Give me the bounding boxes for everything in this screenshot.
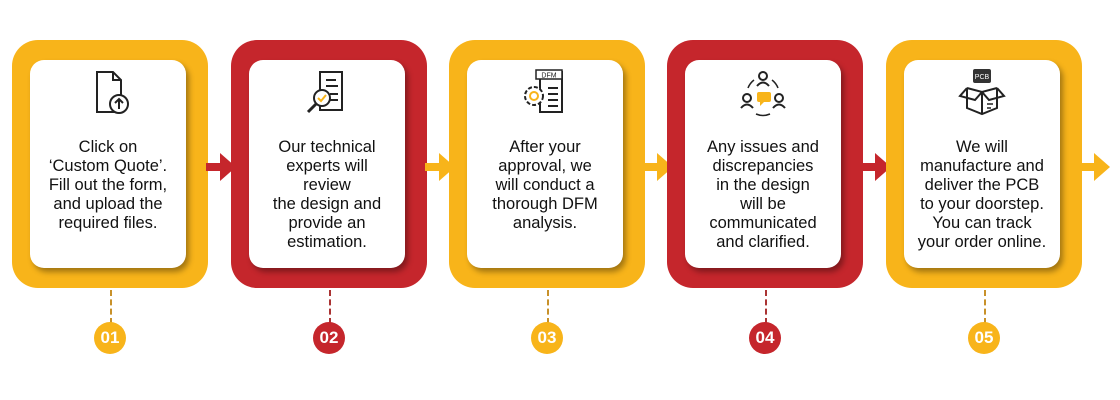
step-card: PCB We will manufacture and deliver the … — [904, 60, 1060, 268]
dfm-document-gear-icon: DFM — [524, 69, 563, 113]
step-4: Any issues and discrepancies in the desi… — [667, 40, 867, 390]
step-description: Our technical experts will review the de… — [272, 138, 382, 251]
step-number-badge: 01 — [94, 322, 126, 354]
pcb-label: PCB — [975, 74, 990, 81]
step-card: Our technical experts will review the de… — [249, 60, 405, 268]
arrow-right-icon — [1080, 153, 1110, 181]
arrow-right-icon — [861, 153, 891, 181]
step-2: Our technical experts will review the de… — [231, 40, 431, 390]
step-card: Click on ‘Custom Quote’. Fill out the fo… — [30, 60, 186, 268]
step-card: Any issues and discrepancies in the desi… — [685, 60, 841, 268]
step-number-badge: 04 — [749, 322, 781, 354]
dfm-label: DFM — [541, 73, 556, 80]
step-description: We will manufacture and deliver the PCB … — [917, 138, 1047, 251]
pcb-box-icon: PCB — [958, 69, 1006, 116]
arrow-right-icon — [206, 153, 236, 181]
file-upload-icon — [96, 71, 129, 114]
document-review-icon — [306, 71, 343, 114]
step-description: Any issues and discrepancies in the desi… — [707, 138, 819, 251]
arrow-right-icon — [425, 153, 455, 181]
dashed-connector — [547, 290, 549, 324]
step-number-badge: 03 — [531, 322, 563, 354]
step-1: Click on ‘Custom Quote’. Fill out the fo… — [12, 40, 212, 390]
step-description: After your approval, we will conduct a t… — [492, 138, 598, 232]
dashed-connector — [110, 290, 112, 324]
step-number-badge: 05 — [968, 322, 1000, 354]
dashed-connector — [329, 290, 331, 324]
step-description: Click on ‘Custom Quote’. Fill out the fo… — [48, 138, 168, 232]
step-3: DFM After your approval, we will conduct… — [449, 40, 649, 390]
step-5: PCB We will manufacture and deliver the … — [886, 40, 1086, 390]
dashed-connector — [765, 290, 767, 324]
team-communication-icon — [740, 71, 786, 117]
step-card: DFM After your approval, we will conduct… — [467, 60, 623, 268]
step-number-badge: 02 — [313, 322, 345, 354]
dashed-connector — [984, 290, 986, 324]
arrow-right-icon — [643, 153, 673, 181]
